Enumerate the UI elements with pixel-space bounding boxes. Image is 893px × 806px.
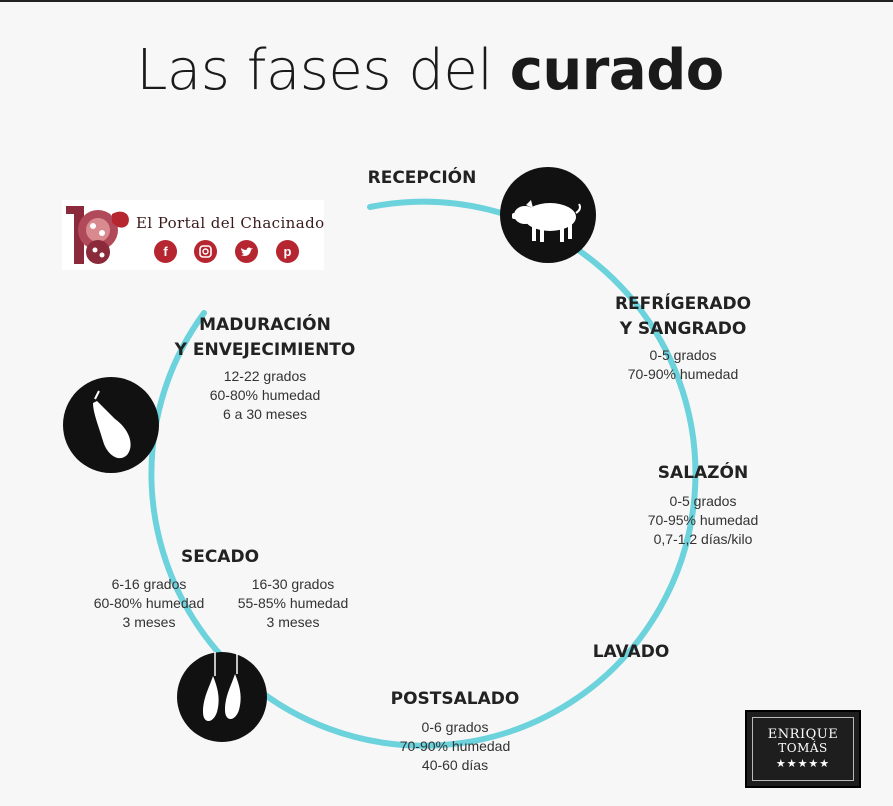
stage-recepcion-name: RECEPCIÓN [367,168,477,188]
stage-postsalado: POSTSALADO 0-6 grados 70-90% humedad 40-… [370,687,540,775]
cycle-ring [148,198,699,749]
portal-logo: El Portal del Chacinado f p [62,200,324,270]
portal-name: El Portal del Chacinado [136,214,325,232]
stage-secado-right-detail: 16-30 grados [251,576,335,592]
ham-leg-icon [63,377,159,473]
stage-salazon-detail: 70-95% humedad [647,512,759,528]
stage-postsalado-name: POSTSALADO [390,689,520,709]
facebook-icon[interactable]: f [154,240,177,263]
brand-stars: ★★★★★ [775,758,831,770]
hanging-hams-icon [177,652,267,742]
pig-icon [500,167,596,263]
instagram-icon[interactable] [194,240,217,263]
stage-lavado-name: LAVADO [592,642,670,662]
stage-maduracion: MADURACIÓN Y ENVEJECIMIENTO 12-22 grados… [150,313,380,424]
stage-refrigerado-detail: 0-5 grados [649,347,717,363]
stage-salazon-detail: 0-5 grados [669,493,737,509]
stage-maduracion-name-1: MADURACIÓN [199,315,331,335]
stage-secado-right-detail: 3 meses [266,614,320,630]
stage-secado-name: SECADO [180,547,260,567]
stage-postsalado-detail: 70-90% humedad [399,738,511,754]
stage-secado-left: 6-16 grados 60-80% humedad 3 meses [76,575,222,632]
stage-refrigerado-detail: 70-90% humedad [627,366,739,382]
stage-secado-left-detail: 3 meses [122,614,176,630]
stage-postsalado-detail: 0-6 grados [421,719,489,735]
stage-refrigerado-name-2: Y SANGRADO [619,319,747,339]
stage-secado-right-detail: 55-85% humedad [237,595,349,611]
stage-salazon: SALAZÓN 0-5 grados 70-95% humedad 0,7-1,… [610,461,796,549]
stage-secado-left-detail: 6-16 grados [111,576,187,592]
stage-maduracion-detail: 60-80% humedad [209,387,321,403]
stage-refrigerado-name-1: REFRÍGERADO [614,294,752,314]
stage-secado-left-detail: 60-80% humedad [93,595,205,611]
enrique-tomas-logo: ENRIQUE TOMÁS ★★★★★ [745,710,861,788]
stage-salazon-detail: 0,7-1,2 días/kilo [653,531,753,547]
stage-salazon-name: SALAZÓN [657,463,749,483]
stage-lavado: LAVADO [575,640,687,665]
portal-emblem-icon [66,206,129,264]
top-border [0,0,893,2]
stage-secado: SECADO [150,545,290,570]
stage-refrigerado: REFRÍGERADO Y SANGRADO 0-5 grados 70-90%… [590,292,776,384]
title-bold: curado [509,38,725,103]
title-regular: Las fases del [136,38,493,103]
stage-maduracion-detail: 6 a 30 meses [222,406,308,422]
brand-line2: TOMÁS [778,741,828,755]
brand-line1: ENRIQUE [767,727,839,742]
stage-postsalado-detail: 40-60 días [421,757,489,773]
page-title: Las fases del curado [0,38,860,103]
twitter-icon[interactable] [235,240,258,263]
stage-secado-right: 16-30 grados 55-85% humedad 3 meses [220,575,366,632]
stage-maduracion-name-2: Y ENVEJECIMIENTO [174,340,356,360]
stage-maduracion-detail: 12-22 grados [223,368,307,384]
stage-recepcion: RECEPCIÓN [344,166,500,191]
pinterest-icon[interactable]: p [276,240,299,263]
